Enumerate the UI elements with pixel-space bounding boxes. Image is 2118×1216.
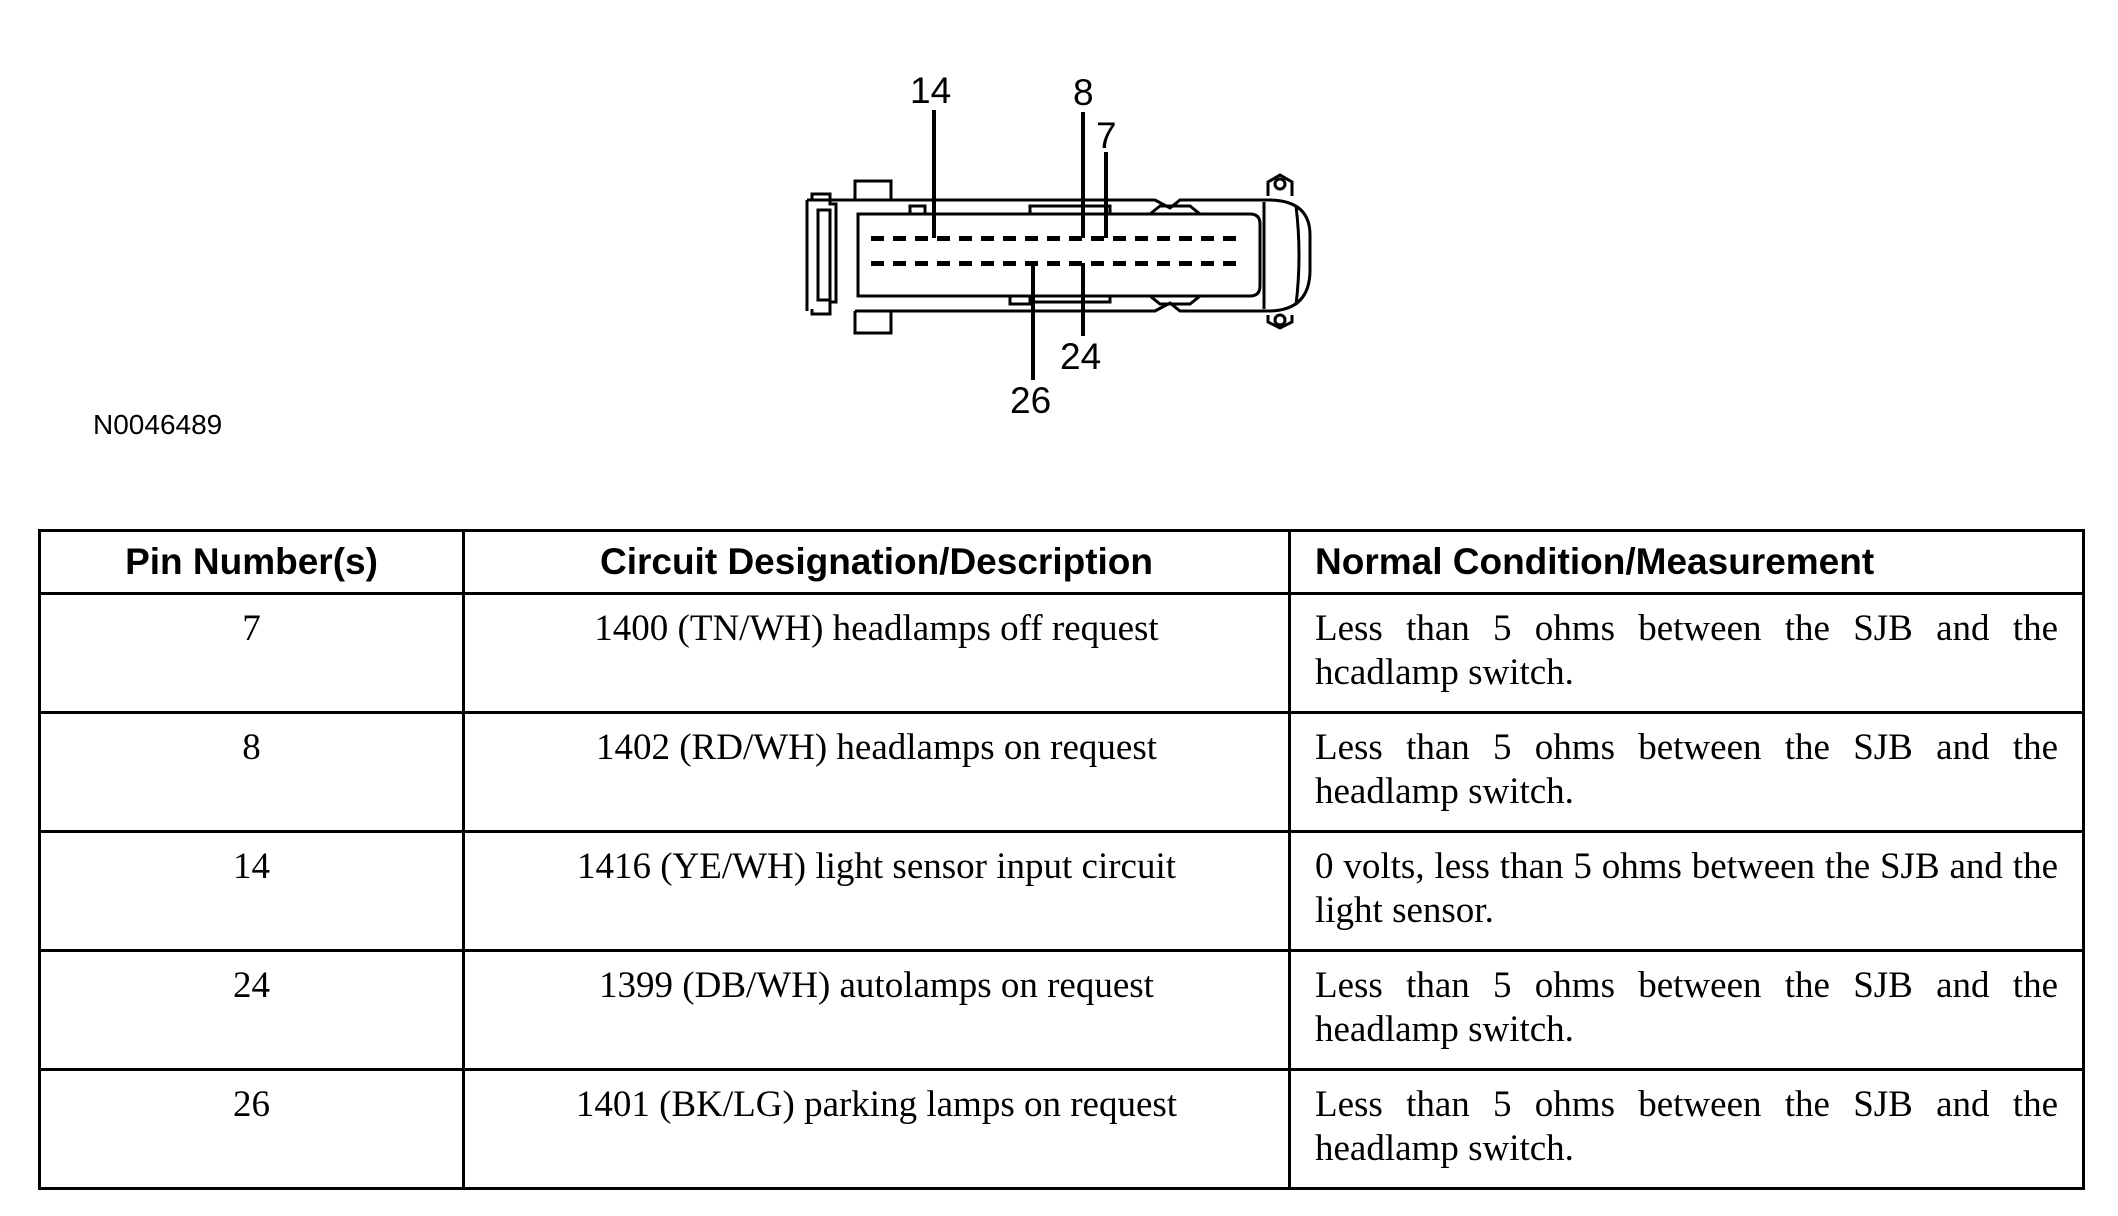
circuit-description-cell: 1400 (TN/WH) headlamps off request	[462, 592, 1291, 714]
connector-diagram	[805, 110, 1312, 380]
circuit-description-cell: 1399 (DB/WH) autolamps on request	[462, 949, 1291, 1071]
measurement-cell: Less than 5 ohms between the SJB and the…	[1288, 711, 2085, 833]
pin-number-cell: 24	[38, 949, 465, 1071]
table-row: 8 1402 (RD/WH) headlamps on request Less…	[38, 711, 2085, 833]
callout-pin-26: 26	[1010, 380, 1052, 421]
circuit-description-cell: 1402 (RD/WH) headlamps on request	[462, 711, 1291, 833]
callout-pin-24: 24	[1060, 336, 1102, 377]
table-row: 24 1399 (DB/WH) autolamps on request Les…	[38, 949, 2085, 1071]
terminal-row-upper	[871, 236, 1236, 241]
measurement-cell: 0 volts, less than 5 ohms between the SJ…	[1288, 830, 2085, 952]
connector-body	[805, 173, 1312, 335]
pin-table: Pin Number(s) Circuit Designation/Descri…	[38, 529, 2085, 1190]
header-normal-condition: Normal Condition/Measurement	[1288, 529, 2085, 595]
table-row: 26 1401 (BK/LG) parking lamps on request…	[38, 1068, 2085, 1190]
callout-pin-14: 14	[910, 70, 952, 111]
circuit-description-cell: 1416 (YE/WH) light sensor input circuit	[462, 830, 1291, 952]
circuit-description-cell: 1401 (BK/LG) parking lamps on request	[462, 1068, 1291, 1190]
pin-number-cell: 8	[38, 711, 465, 833]
measurement-cell: Less than 5 ohms between the SJB and the…	[1288, 592, 2085, 714]
table-row: 14 1416 (YE/WH) light sensor input circu…	[38, 830, 2085, 952]
callout-pin-8: 8	[1073, 72, 1094, 113]
table-header-row: Pin Number(s) Circuit Designation/Descri…	[38, 529, 2085, 595]
table-row: 7 1400 (TN/WH) headlamps off request Les…	[38, 592, 2085, 714]
header-pin-numbers: Pin Number(s)	[38, 529, 465, 595]
terminal-row-lower	[871, 261, 1236, 266]
leader-lines	[932, 110, 1108, 380]
measurement-cell: Less than 5 ohms between the SJB and the…	[1288, 949, 2085, 1071]
figure-id: N0046489	[93, 409, 223, 440]
pin-number-cell: 14	[38, 830, 465, 952]
measurement-cell: Less than 5 ohms between the SJB and the…	[1288, 1068, 2085, 1190]
header-circuit-description: Circuit Designation/Description	[462, 529, 1291, 595]
callout-pin-7: 7	[1096, 115, 1117, 156]
pin-number-cell: 7	[38, 592, 465, 714]
pin-number-cell: 26	[38, 1068, 465, 1190]
